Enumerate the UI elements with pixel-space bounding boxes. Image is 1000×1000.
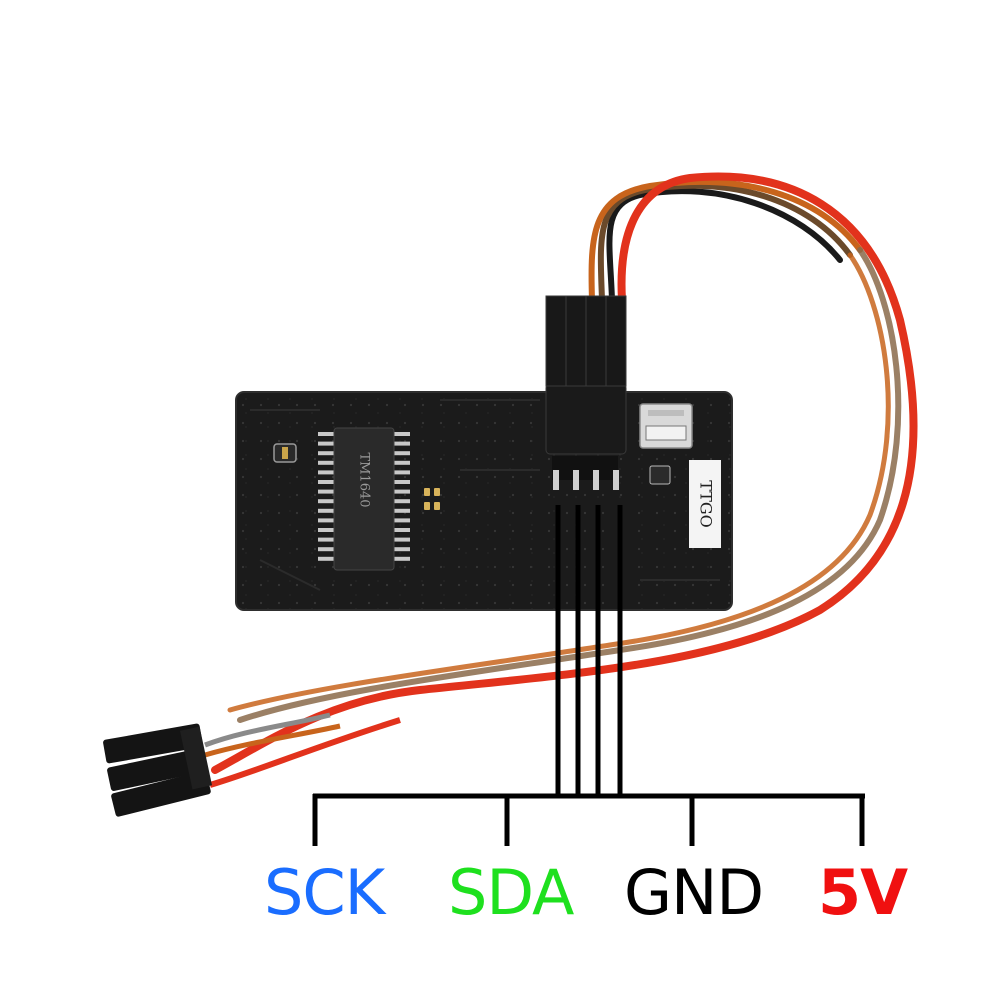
- pin-label-gnd: GND: [624, 856, 764, 929]
- ic-pin: [394, 432, 410, 436]
- ic-pin: [318, 432, 334, 436]
- board-label-plate: TTGO: [689, 460, 721, 548]
- chip-marking: TM1640: [357, 452, 372, 507]
- dupont-housings-top: [545, 295, 627, 387]
- ic-pin: [318, 460, 334, 465]
- ic-pin: [318, 470, 334, 475]
- pin-label-sda: SDA: [448, 856, 574, 929]
- pin-label-sck: SCK: [264, 856, 385, 929]
- ic-pin: [394, 460, 410, 465]
- ic-pin: [318, 537, 334, 542]
- ic-pin: [394, 547, 410, 552]
- ic-pin: [394, 556, 410, 561]
- ic-pin: [394, 499, 410, 504]
- ic-pin: [394, 489, 410, 494]
- ic-pin: [394, 451, 410, 456]
- wire-bundle-lower-2: [227, 252, 891, 713]
- solder-pads: [424, 488, 440, 510]
- pinout-lines: [312, 505, 865, 846]
- pin-label-5v: 5V: [818, 856, 908, 929]
- ic-pin: [318, 441, 334, 446]
- wire-red: [211, 172, 918, 774]
- ic-pin: [318, 480, 334, 484]
- ic-pin: [394, 441, 410, 446]
- ic-pin: [394, 537, 410, 542]
- ic-pin: [318, 518, 334, 523]
- ic-pin: [394, 508, 410, 513]
- fpc-connector: [639, 403, 693, 449]
- board-marking: TTGO: [697, 480, 716, 528]
- ic-pin: [318, 499, 334, 504]
- ic-pin: [318, 528, 334, 532]
- ic-pin: [318, 508, 334, 513]
- ic-pin: [318, 556, 334, 561]
- ic-pin: [394, 528, 410, 532]
- dupont-housings-left: [103, 712, 401, 817]
- ic-pin: [394, 480, 410, 484]
- ic-pin: [318, 451, 334, 456]
- ic-pin: [394, 470, 410, 475]
- ic-chip: TM1640: [318, 427, 410, 571]
- ic-pin: [318, 489, 334, 494]
- pcb-board: TTGO: [235, 391, 733, 611]
- ic-pin: [394, 518, 410, 523]
- wire-bundle-lower: [237, 247, 902, 723]
- ribbon-cable: [211, 172, 918, 774]
- ic-pin: [318, 547, 334, 552]
- pin-header: [545, 383, 627, 490]
